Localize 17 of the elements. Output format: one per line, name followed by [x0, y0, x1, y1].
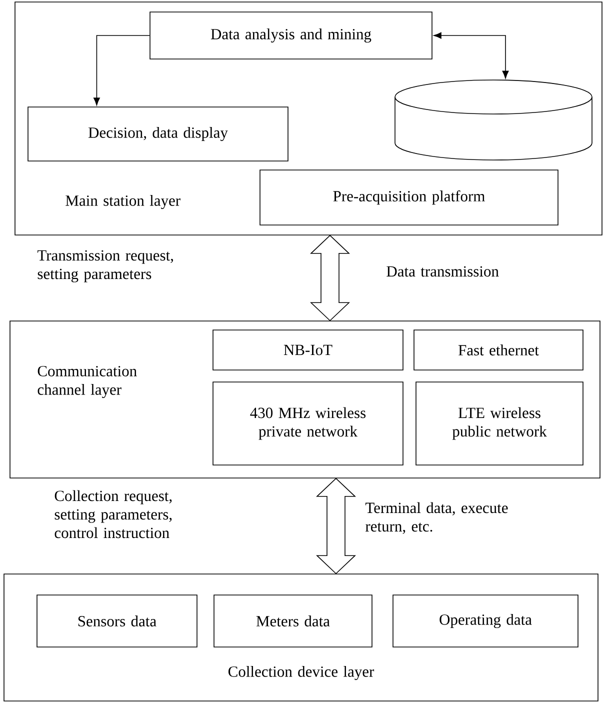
- process-box: LTE wireless public network: [416, 382, 584, 466]
- arrow: [434, 32, 509, 79]
- database-cylinder: [394, 80, 592, 160]
- process-box: Fast ethernet: [414, 330, 584, 370]
- process-box: Data analysis and mining: [150, 12, 432, 60]
- process-box: Meters data: [214, 594, 372, 648]
- process-box: NB-IoT: [212, 330, 404, 370]
- annotation-text: Data transmission: [386, 266, 499, 277]
- annotation-text: Transmission request, setting parameters: [37, 250, 173, 282]
- process-box: 430 MHz wireless private network: [212, 382, 404, 466]
- process-box: Pre-acquisition platform: [260, 170, 558, 226]
- process-box: Operating data: [392, 594, 578, 648]
- annotation-text: Collection request, setting parameters, control instruction: [54, 490, 172, 538]
- process-box: Decision, data display: [28, 106, 288, 162]
- annotation-text: Terminal data, execute return, etc.: [365, 502, 508, 534]
- arrow: [94, 35, 150, 106]
- process-box: Sensors data: [36, 594, 198, 648]
